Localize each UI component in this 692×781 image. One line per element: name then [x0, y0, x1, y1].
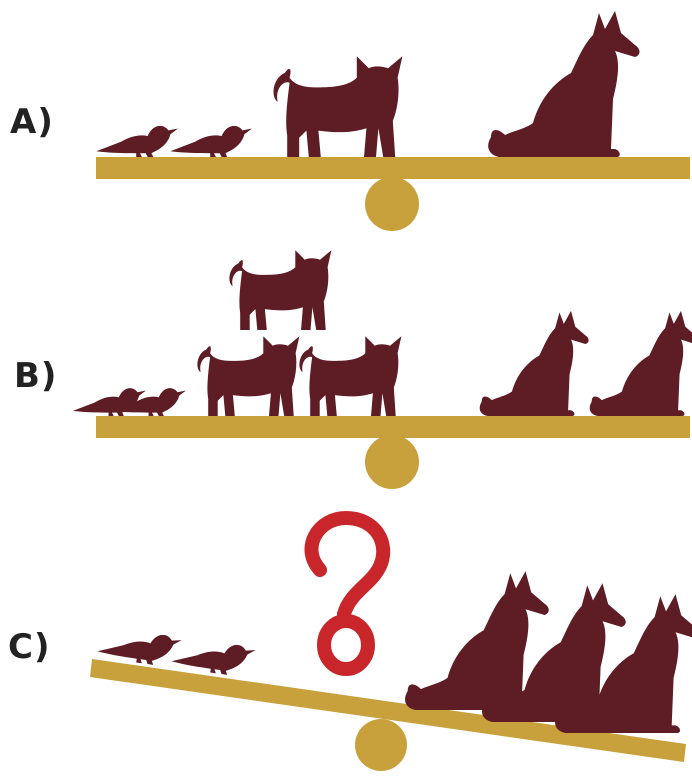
- fulcrum-a: [365, 177, 419, 231]
- dog-icon: [488, 11, 640, 157]
- beam-a: [96, 157, 690, 179]
- row-b: [72, 250, 692, 489]
- cat-icon: [229, 250, 332, 330]
- cat-icon: [299, 336, 402, 416]
- question-mark-icon: [304, 511, 391, 676]
- dog-icon: [479, 310, 589, 416]
- fulcrum-b: [365, 435, 419, 489]
- beam-b: [96, 416, 690, 438]
- beam-c: [90, 659, 686, 762]
- fulcrum-c: [355, 719, 407, 771]
- bird-icon: [170, 636, 256, 679]
- dog-icon: [589, 310, 692, 416]
- cat-icon: [273, 56, 403, 157]
- bird-icon: [96, 125, 178, 157]
- row-label-a: A): [10, 102, 54, 142]
- cat-icon: [197, 336, 300, 416]
- row-label-c: C): [8, 627, 51, 667]
- bird-icon: [170, 125, 252, 157]
- row-a: [96, 11, 690, 231]
- row-c: [90, 511, 692, 771]
- row-label-b: B): [14, 356, 58, 396]
